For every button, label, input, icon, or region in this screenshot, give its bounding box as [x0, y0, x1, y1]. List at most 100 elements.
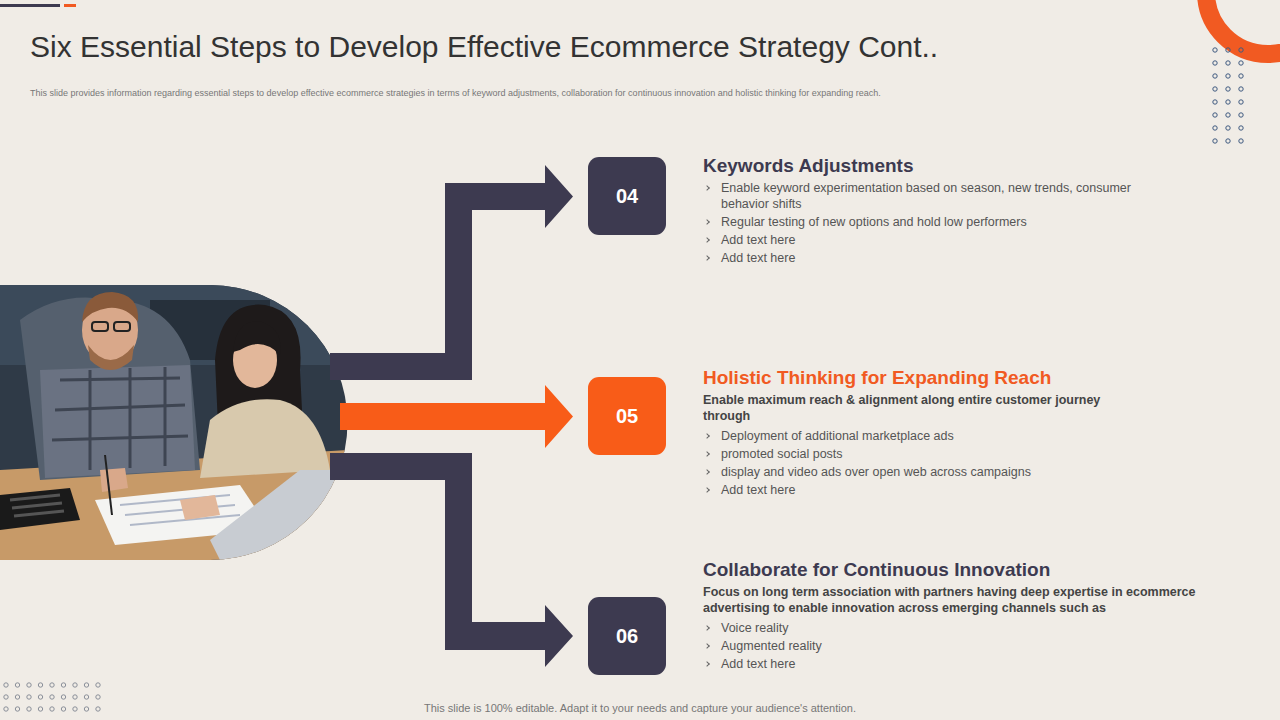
- bullet-chevron: [704, 487, 710, 493]
- step-description: Enable maximum reach & alignment along e…: [703, 392, 1103, 424]
- bullet-text: display and video ads over open web acro…: [721, 465, 1031, 479]
- bullet-item: Add text here: [703, 482, 1103, 498]
- dot: [1239, 87, 1243, 91]
- photo-illustration: [0, 285, 350, 560]
- dot: [27, 683, 31, 687]
- dot: [1239, 139, 1243, 143]
- bullet-chevron: [704, 643, 710, 649]
- dot: [1213, 139, 1217, 143]
- bullet-item: Voice reality: [703, 620, 1218, 636]
- dot: [1226, 113, 1230, 117]
- dot: [1226, 61, 1230, 65]
- dot: [1226, 87, 1230, 91]
- bullet-chevron: [704, 661, 710, 667]
- dot: [1213, 74, 1217, 78]
- dot: [1213, 100, 1217, 104]
- dot: [1213, 61, 1217, 65]
- dot: [96, 707, 100, 711]
- bullet-chevron: [704, 451, 710, 457]
- bullet-item: Enable keyword experimentation based on …: [703, 180, 1158, 212]
- dot: [4, 695, 8, 699]
- dot: [84, 695, 88, 699]
- dot: [50, 695, 54, 699]
- step-number: 05: [616, 405, 638, 428]
- dot: [4, 683, 8, 687]
- dot: [1239, 48, 1243, 52]
- bullet-text: Add text here: [721, 483, 795, 497]
- step-heading: Keywords Adjustments: [703, 154, 1158, 178]
- dot: [1239, 126, 1243, 130]
- slide-title: Six Essential Steps to Develop Effective…: [30, 30, 938, 64]
- bullet-item: Add text here: [703, 232, 1158, 248]
- bullet-text: promoted social posts: [721, 447, 843, 461]
- step-heading: Collaborate for Continuous Innovation: [703, 558, 1218, 582]
- step-number-box: 04: [588, 157, 666, 235]
- bullet-item: Add text here: [703, 656, 1218, 672]
- dot: [84, 683, 88, 687]
- dot: [1213, 126, 1217, 130]
- dot: [1239, 74, 1243, 78]
- dot: [15, 683, 19, 687]
- corner-ring: [1206, 0, 1280, 54]
- branch-arrows: [330, 165, 573, 667]
- dot-grid: [1213, 48, 1243, 143]
- step-text-column: Holistic Thinking for Expanding ReachEna…: [703, 366, 1103, 500]
- step-number-box: 06: [588, 597, 666, 675]
- dot: [38, 695, 42, 699]
- dot: [1226, 126, 1230, 130]
- bullet-text: Regular testing of new options and hold …: [721, 215, 1027, 229]
- bullet-chevron: [704, 255, 710, 261]
- bullet-chevron: [704, 237, 710, 243]
- bullet-chevron: [704, 185, 710, 191]
- bullet-text: Enable keyword experimentation based on …: [721, 181, 1131, 211]
- dot: [73, 707, 77, 711]
- top-bar: [0, 4, 60, 7]
- dot: [1239, 100, 1243, 104]
- dot: [15, 695, 19, 699]
- bullet-item: promoted social posts: [703, 446, 1103, 462]
- dot: [61, 695, 65, 699]
- dot: [27, 695, 31, 699]
- dot: [1226, 139, 1230, 143]
- bullet-chevron: [704, 433, 710, 439]
- dot: [1226, 100, 1230, 104]
- bullet-text: Add text here: [721, 233, 795, 247]
- dot: [1213, 113, 1217, 117]
- branch-arrow: [330, 165, 573, 380]
- slide-description: This slide provides information regardin…: [30, 88, 1250, 98]
- bullet-text: Add text here: [721, 657, 795, 671]
- dot: [27, 707, 31, 711]
- dot: [96, 695, 100, 699]
- dot: [84, 707, 88, 711]
- bullet-item: Augmented reality: [703, 638, 1218, 654]
- step-number: 06: [616, 625, 638, 648]
- step-text-column: Collaborate for Continuous InnovationFoc…: [703, 558, 1218, 674]
- bullet-text: Voice reality: [721, 621, 788, 635]
- step-heading: Holistic Thinking for Expanding Reach: [703, 366, 1103, 390]
- dot: [1239, 61, 1243, 65]
- dot: [1213, 87, 1217, 91]
- dot: [38, 707, 42, 711]
- dot: [50, 707, 54, 711]
- bullet-text: Deployment of additional marketplace ads: [721, 429, 954, 443]
- dot: [4, 707, 8, 711]
- branch-arrow: [330, 453, 573, 667]
- dot: [38, 683, 42, 687]
- step-number-box: 05: [588, 377, 666, 455]
- dot: [50, 683, 54, 687]
- step-description: Focus on long term association with part…: [703, 584, 1218, 616]
- dot: [1213, 48, 1217, 52]
- dot: [73, 683, 77, 687]
- top-bar-accent: [64, 4, 76, 7]
- bullet-item: display and video ads over open web acro…: [703, 464, 1103, 480]
- footer-note: This slide is 100% editable. Adapt it to…: [0, 702, 1280, 714]
- step-number: 04: [616, 185, 638, 208]
- bullet-chevron: [704, 219, 710, 225]
- bullet-chevron: [704, 625, 710, 631]
- bullet-text: Add text here: [721, 251, 795, 265]
- dot: [15, 707, 19, 711]
- dot: [1226, 48, 1230, 52]
- dot: [1226, 74, 1230, 78]
- dot: [61, 683, 65, 687]
- dot: [73, 695, 77, 699]
